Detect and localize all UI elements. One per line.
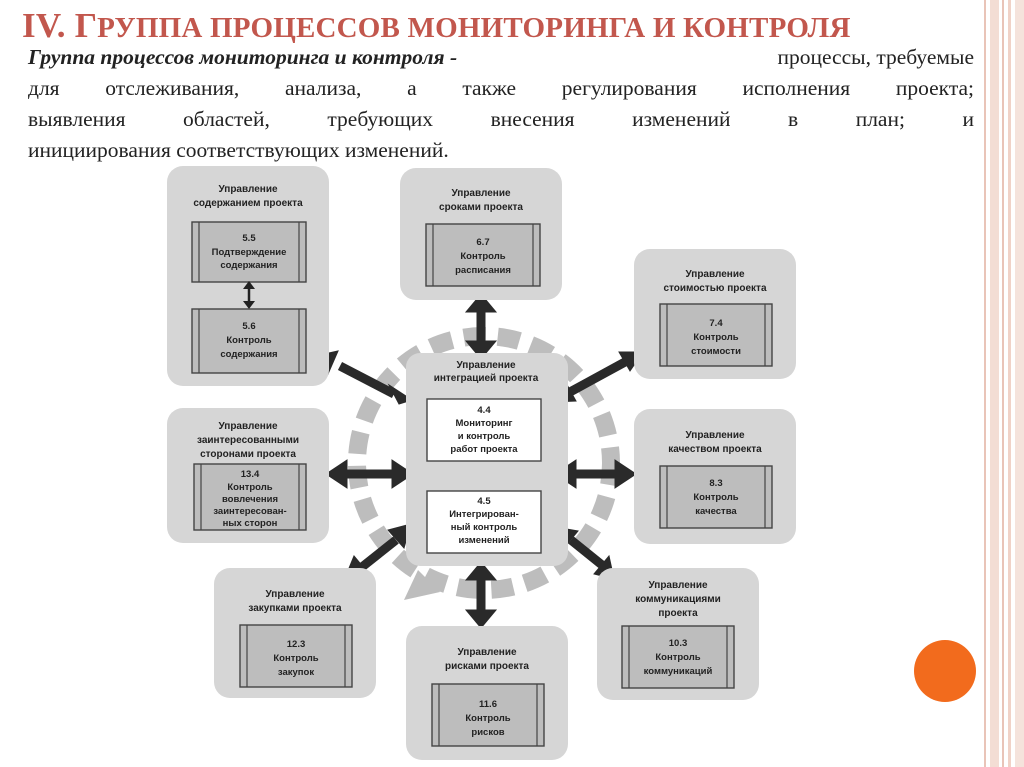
svg-text:Контроль: Контроль — [465, 713, 510, 724]
svg-text:коммуникаций: коммуникаций — [644, 666, 713, 677]
svg-text:4.4: 4.4 — [477, 405, 491, 416]
svg-text:7.4: 7.4 — [709, 318, 723, 329]
svg-text:и контроль: и контроль — [458, 431, 511, 442]
svg-text:Мониторинг: Мониторинг — [456, 418, 513, 429]
svg-text:Управление: Управление — [265, 589, 325, 600]
ring-arrowhead — [404, 570, 440, 600]
svg-text:Управление: Управление — [451, 188, 511, 199]
svg-text:проекта: проекта — [658, 608, 698, 619]
svg-text:интеграцией проекта: интеграцией проекта — [434, 373, 539, 384]
quality-management-block: Управление качеством проекта 8.3 Контрол… — [634, 409, 796, 544]
arrows — [319, 293, 644, 629]
svg-text:10.3: 10.3 — [669, 638, 688, 649]
cost-management-block: Управление стоимостью проекта 7.4 Контро… — [634, 249, 796, 379]
decorative-stripes — [984, 0, 1024, 767]
decorative-orange-circle — [914, 640, 976, 702]
svg-text:содержанием проекта: содержанием проекта — [193, 198, 303, 209]
svg-text:ный контроль: ный контроль — [451, 522, 518, 533]
svg-text:сторонами проекта: сторонами проекта — [200, 449, 296, 460]
svg-text:5.6: 5.6 — [242, 321, 255, 332]
term-label: Группа процессов мониторинга и контроля — [28, 45, 445, 69]
svg-text:13.4: 13.4 — [241, 469, 260, 480]
svg-text:сроками проекта: сроками проекта — [439, 202, 523, 213]
risk-management-block: Управление рисками проекта 11.6 Контроль… — [406, 626, 568, 760]
svg-text:Контроль: Контроль — [693, 332, 738, 343]
svg-text:закупок: закупок — [278, 667, 314, 678]
svg-text:Контроль: Контроль — [227, 482, 272, 493]
svg-text:качеством проекта: качеством проекта — [668, 444, 762, 455]
stakeholder-management-block: Управление заинтересованными сторонами п… — [167, 408, 329, 543]
svg-text:Управление: Управление — [685, 269, 745, 280]
svg-text:4.5: 4.5 — [477, 496, 491, 507]
svg-text:содержания: содержания — [220, 349, 277, 360]
svg-text:Управление: Управление — [218, 184, 278, 195]
communications-management-block: Управление коммуникациями проекта 10.3 К… — [597, 568, 759, 700]
svg-text:Контроль: Контроль — [655, 652, 700, 663]
svg-text:Управление: Управление — [457, 647, 517, 658]
scope-management-block: Управление содержанием проекта 5.5 Подтв… — [167, 166, 329, 386]
svg-text:стоимости: стоимости — [691, 346, 741, 357]
svg-text:расписания: расписания — [455, 265, 511, 276]
svg-text:6.7: 6.7 — [476, 237, 489, 248]
svg-text:Контроль: Контроль — [226, 335, 271, 346]
svg-text:заинтересован-: заинтересован- — [213, 506, 286, 517]
svg-text:Контроль: Контроль — [460, 251, 505, 262]
svg-text:5.5: 5.5 — [242, 233, 256, 244]
svg-text:Контроль: Контроль — [693, 492, 738, 503]
svg-text:заинтересованными: заинтересованными — [197, 435, 299, 446]
svg-text:коммуникациями: коммуникациями — [635, 594, 721, 605]
procurement-management-block: Управление закупками проекта 12.3 Контро… — [214, 568, 376, 698]
svg-text:Подтверждение: Подтверждение — [212, 247, 287, 258]
svg-text:содержания: содержания — [220, 260, 277, 271]
integration-management-block: Управление интеграцией проекта 4.4 Монит… — [406, 353, 568, 566]
svg-text:закупками проекта: закупками проекта — [248, 603, 342, 614]
svg-text:вовлечения: вовлечения — [222, 494, 278, 505]
svg-text:Управление: Управление — [685, 430, 745, 441]
svg-text:Управление: Управление — [218, 421, 278, 432]
svg-text:рисками проекта: рисками проекта — [445, 661, 529, 672]
svg-text:Контроль: Контроль — [273, 653, 318, 664]
svg-text:работ проекта: работ проекта — [450, 444, 518, 455]
svg-text:ных сторон: ных сторон — [223, 518, 278, 529]
svg-text:качества: качества — [695, 506, 737, 517]
svg-text:Интегрирован-: Интегрирован- — [449, 509, 519, 520]
svg-text:12.3: 12.3 — [287, 639, 306, 650]
time-management-block: Управление сроками проекта 6.7 Контроль … — [400, 168, 562, 300]
svg-text:11.6: 11.6 — [479, 699, 497, 710]
svg-text:стоимостью проекта: стоимостью проекта — [663, 283, 766, 294]
svg-text:8.3: 8.3 — [709, 478, 722, 489]
svg-text:Управление: Управление — [648, 580, 708, 591]
slide-title: IV. ГРУППА ПРОЦЕССОВ МОНИТОРИНГА И КОНТР… — [22, 6, 851, 45]
svg-text:Управление: Управление — [456, 360, 516, 371]
description-paragraph: Группа процессов мониторинга и контроля … — [28, 45, 974, 162]
svg-text:рисков: рисков — [471, 727, 504, 738]
svg-text:изменений: изменений — [458, 535, 509, 546]
